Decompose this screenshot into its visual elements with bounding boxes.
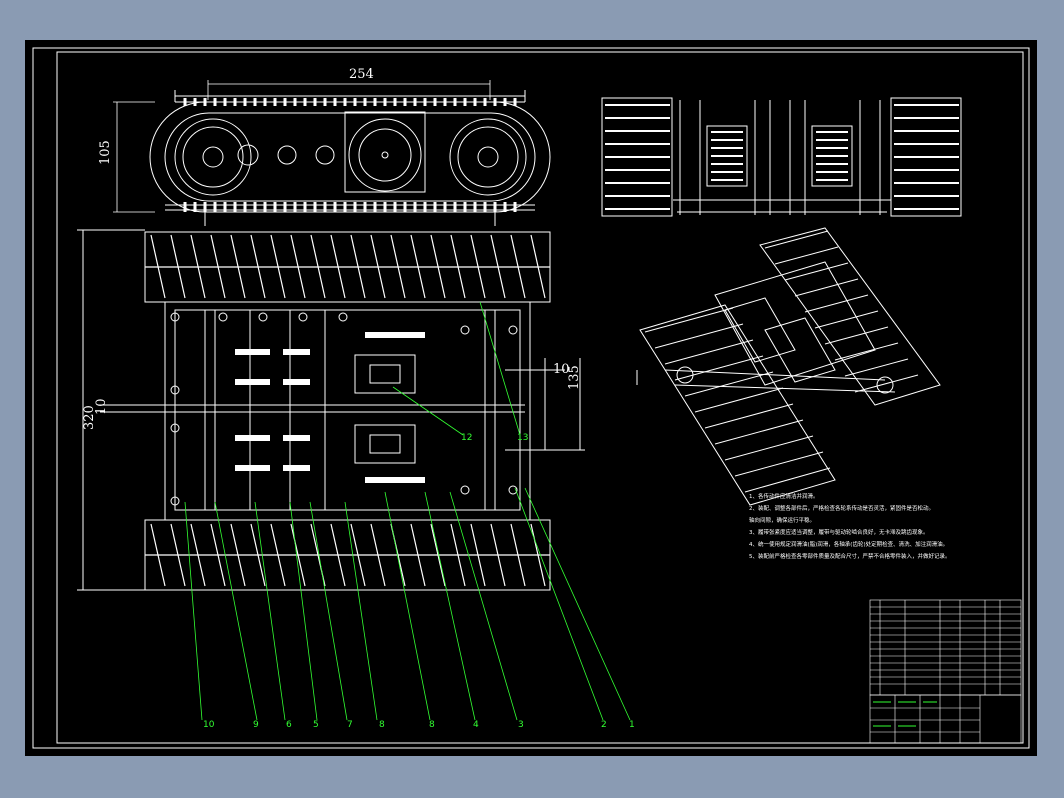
- title-block: [869, 694, 1022, 744]
- balloon-12: 12: [461, 433, 472, 443]
- dim-offset-small: 10: [553, 362, 570, 377]
- balloon-7: 7: [347, 720, 353, 730]
- balloon-labels: 10 9 6 5 7 8 8 4 3 2 1 12 13: [203, 433, 635, 730]
- balloon-leaders: [184, 301, 631, 721]
- isometric-view: [636, 227, 941, 506]
- side-view-crawler: [149, 90, 551, 226]
- balloon-9: 9: [253, 720, 259, 730]
- dim-offset-large: 135: [567, 365, 582, 390]
- isometric-tread: [644, 230, 919, 493]
- balloon-4: 4: [473, 720, 479, 730]
- sheet-border: [32, 47, 1030, 749]
- note-line-4: 3、履带张紧度应适当调整，履带与驱动轮啮合良好，无卡滞及跳齿现象。: [749, 528, 929, 536]
- balloon-6: 6: [286, 720, 292, 730]
- dim-overall-width: 320: [82, 405, 97, 430]
- dim-side-height: 105: [98, 140, 113, 165]
- balloon-8b: 8: [429, 720, 435, 730]
- parts-list: [869, 599, 1022, 696]
- balloon-10: 10: [203, 720, 215, 730]
- note-line-2: 2、装配、调整各部件后，严格检查各轮系传动是否灵活，紧固件是否松动。: [749, 504, 934, 512]
- side-view-track-teeth: [183, 98, 517, 212]
- note-line-1: 1、各传动件应清洁并润滑。: [749, 492, 819, 500]
- balloon-13: 13: [517, 433, 528, 443]
- plan-view-gears: [235, 332, 425, 483]
- cad-drawing: 254 105 320 10 10 135 10 9: [32, 47, 1030, 749]
- dimension-lines-top: [113, 80, 491, 213]
- plan-view-track-teeth: [145, 234, 550, 587]
- balloon-5: 5: [313, 720, 319, 730]
- dim-offset-center: 10: [94, 398, 109, 415]
- dim-top-length: 254: [349, 67, 374, 82]
- plan-view-bearings: [170, 312, 518, 506]
- balloon-8a: 8: [379, 720, 385, 730]
- drawing-sheet: 254 105 320 10 10 135 10 9: [25, 40, 1037, 756]
- front-view-tread: [605, 104, 959, 210]
- balloon-1: 1: [629, 720, 635, 730]
- title-block-green-marks: [873, 701, 937, 727]
- note-line-5: 4、统一使用规定润滑油(脂)润滑，各轴承(齿轮)处定期检查、清洗、加注润滑油。: [749, 540, 948, 548]
- technical-notes: 1、各传动件应清洁并润滑。 2、装配、调整各部件后，严格检查各轮系传动是否灵活，…: [749, 492, 951, 560]
- balloon-2: 2: [601, 720, 607, 730]
- note-line-3: 轴向间隙，确保运行平稳。: [749, 516, 815, 524]
- front-view: [601, 97, 962, 217]
- note-line-6: 5、装配前严格检查各零部件质量及配合尺寸，严禁不合格零件装入，并做好记录。: [749, 552, 951, 560]
- balloon-3: 3: [518, 720, 524, 730]
